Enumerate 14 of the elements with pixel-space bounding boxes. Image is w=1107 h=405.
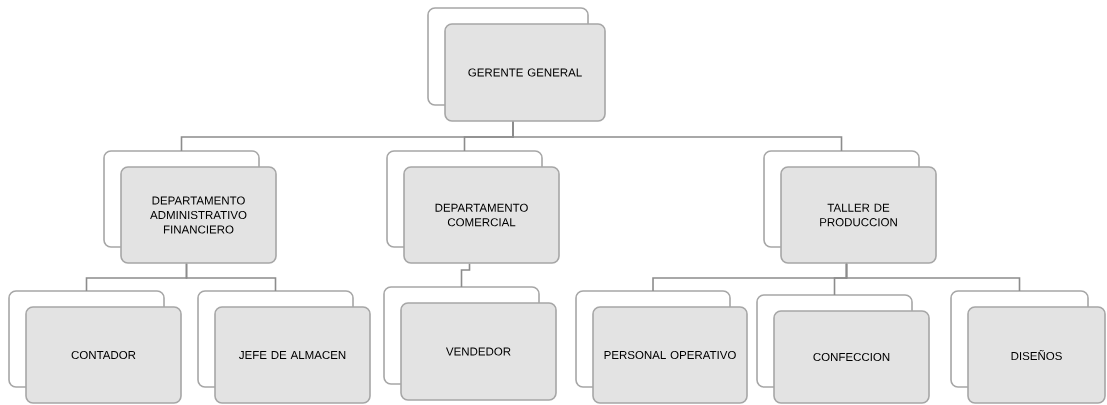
org-box: CONFECCION [756, 294, 930, 404]
connector-line [185, 263, 277, 292]
org-box: DEPARTAMENTO ADMINISTRATIVO FINANCIERO [103, 150, 277, 264]
connector-line [460, 263, 471, 288]
org-box: CONTADOR [8, 290, 182, 404]
org-box: GERENTE GENERAL [427, 7, 606, 122]
org-box: DEPARTAMENTO COMERCIAL [386, 150, 560, 264]
org-box: VENDEDOR [383, 286, 557, 401]
org-box: PERSONAL OPERATIVO [575, 290, 748, 404]
org-box: TALLER DE PRODUCCION [763, 150, 937, 264]
connector-line [512, 121, 843, 152]
org-box: JEFE DE ALMACEN [197, 290, 371, 404]
org-box: DISEÑOS [950, 290, 1106, 404]
connector-line [845, 263, 1021, 292]
